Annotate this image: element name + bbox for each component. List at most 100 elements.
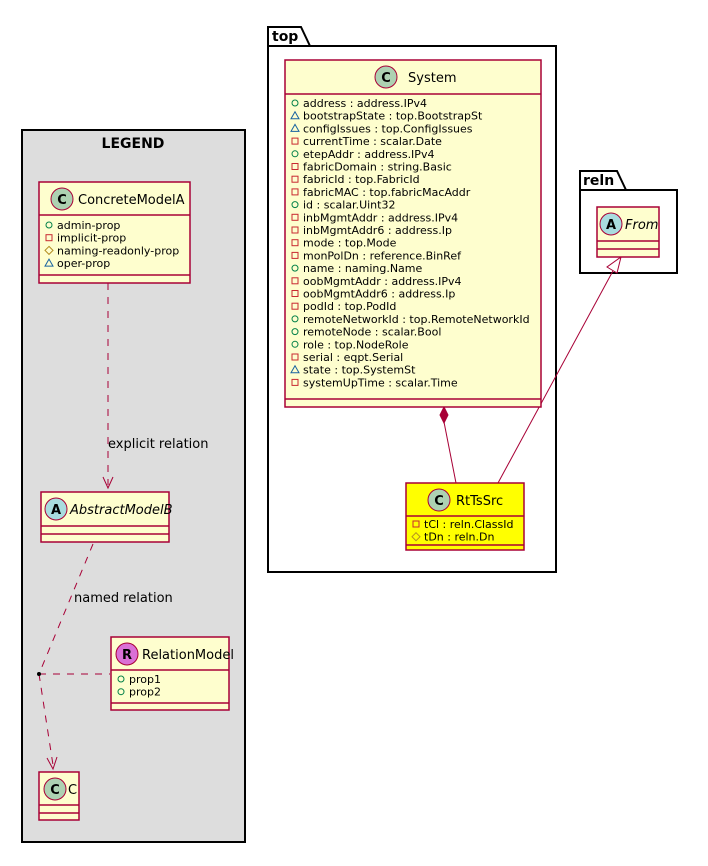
attribute-row: oobMgmtAddr6 : address.Ip [303, 288, 455, 301]
class-stereotype-letter: C [50, 783, 60, 798]
attribute-list: admin-propimplicit-propnaming-readonly-p… [44, 219, 179, 270]
package-visibility-icon [290, 110, 300, 120]
attribute-row: oper-prop [57, 257, 110, 270]
attribute-row: admin-prop [57, 219, 120, 232]
inheritance-edge [497, 268, 615, 484]
class-name: AbstractModelB [69, 503, 173, 518]
attribute-row: address : address.IPv4 [303, 97, 427, 110]
private-visibility-icon [412, 520, 420, 528]
attribute-row: inbMgmtAddr : address.IPv4 [303, 211, 458, 224]
abstract-stereotype-icon [44, 497, 68, 521]
named-relation-target-edge [38, 673, 54, 766]
edges: explicit relation named relation [37, 255, 622, 771]
package-visibility-icon [290, 123, 300, 132]
abstract-stereotype-icon [599, 212, 623, 236]
attribute-row: currentTime : scalar.Date [303, 135, 442, 148]
attribute-row: fabricDomain : string.Basic [303, 161, 452, 174]
private-visibility-icon [291, 302, 299, 310]
public-visibility-icon [291, 201, 299, 209]
attribute-row: fabricId : top.FabricId [303, 173, 420, 186]
class-stereotype-letter: C [57, 193, 67, 208]
attribute-row: role : top.NodeRole [303, 338, 409, 351]
public-visibility-icon [291, 340, 299, 348]
attribute-row: podId : top.PodId [303, 300, 396, 313]
private-visibility-icon [291, 277, 299, 285]
attribute-row: id : scalar.Uint32 [303, 199, 395, 212]
composition-edge [443, 421, 457, 484]
attribute-row: implicit-prop [57, 232, 126, 245]
class-stereotype-letter: C [381, 71, 391, 86]
public-visibility-icon [45, 221, 53, 229]
private-visibility-icon [291, 239, 299, 247]
class-stereotype-icon [50, 187, 74, 211]
class-concretemodela[interactable]: C ConcreteModelA admin-propimplicit-prop… [38, 181, 191, 284]
class-stereotype-icon [427, 488, 451, 512]
class-stereotype-letter: A [606, 218, 616, 233]
attribute-row: monPolDn : reference.BinRef [303, 249, 462, 262]
public-visibility-icon [291, 328, 299, 336]
class-abstractmodelb[interactable]: A AbstractModelB [40, 491, 173, 543]
named-relation-arrowhead [46, 756, 58, 771]
private-visibility-icon [291, 213, 299, 221]
named-relation-label: named relation [74, 591, 173, 606]
public-visibility-icon [291, 150, 299, 158]
public-visibility-icon [291, 264, 299, 272]
public-visibility-icon [117, 688, 125, 696]
private-visibility-icon [291, 163, 299, 170]
private-visibility-icon [45, 234, 53, 242]
inheritance-arrowhead [606, 255, 622, 274]
private-visibility-icon [291, 175, 299, 183]
attribute-row: remoteNode : scalar.Bool [303, 326, 441, 339]
protected-visibility-icon [411, 531, 421, 542]
class-stereotype-icon [43, 777, 67, 801]
attribute-row: oobMgmtAddr : address.IPv4 [303, 275, 462, 288]
protected-visibility-icon [44, 245, 54, 256]
class-name: RtTsSrc [456, 494, 503, 509]
private-visibility-icon [291, 353, 299, 361]
package-reln-label: reln [583, 173, 614, 189]
attribute-row: systemUpTime : scalar.Time [303, 376, 458, 389]
relation-stereotype-icon [115, 642, 139, 666]
public-visibility-icon [291, 99, 299, 107]
attribute-row: tCl : reln.ClassId [424, 518, 514, 531]
private-visibility-icon [291, 137, 299, 145]
legend-title: LEGEND [102, 136, 165, 152]
private-visibility-icon [291, 378, 299, 386]
attribute-row: state : top.SystemSt [303, 364, 416, 377]
public-visibility-icon [291, 315, 299, 323]
attribute-row: fabricMAC : top.fabricMacAddr [303, 186, 471, 199]
attribute-row: inbMgmtAddr6 : address.Ip [303, 224, 452, 237]
attribute-row: prop2 [129, 686, 161, 699]
class-system[interactable]: C System address : address.IPv4bootstrap… [284, 59, 542, 408]
attribute-row: etepAddr : address.IPv4 [303, 148, 434, 161]
attribute-row: bootstrapState : top.BootstrapSt [303, 110, 483, 123]
package-top-label: top [272, 29, 298, 45]
class-stereotype-letter: A [51, 503, 61, 518]
private-visibility-icon [291, 290, 299, 297]
attribute-row: remoteNetworkId : top.RemoteNetworkId [303, 313, 530, 326]
class-name: C [68, 783, 77, 798]
attribute-row: tDn : reln.Dn [424, 531, 494, 544]
explicit-relation-arrowhead [102, 476, 114, 490]
attribute-row: serial : eqpt.Serial [303, 351, 403, 364]
attribute-row: prop1 [129, 673, 161, 686]
explicit-relation-label: explicit relation [108, 437, 208, 452]
named-relation-edge [38, 543, 94, 675]
public-visibility-icon [117, 675, 125, 683]
class-name: System [408, 71, 456, 86]
class-from[interactable]: A From [596, 206, 660, 258]
package-visibility-icon [290, 364, 300, 374]
class-stereotype-letter: C [434, 494, 444, 509]
relation-junction-dot [37, 672, 41, 676]
class-stereotype-letter: R [122, 648, 132, 663]
class-c[interactable]: C C [38, 771, 80, 821]
class-name: ConcreteModelA [78, 193, 185, 208]
attribute-row: name : naming.Name [303, 262, 423, 275]
attribute-row: naming-readonly-prop [57, 244, 179, 257]
